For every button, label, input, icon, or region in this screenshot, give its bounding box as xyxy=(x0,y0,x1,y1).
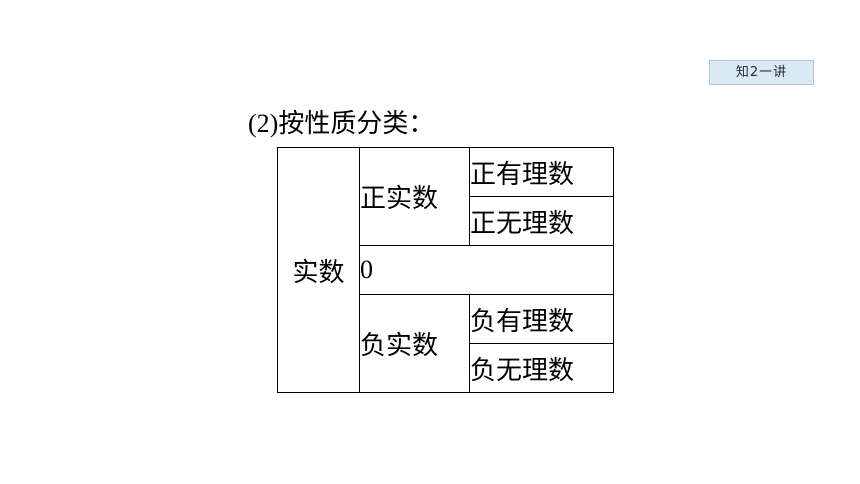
section-heading: (2)按性质分类： xyxy=(248,106,434,142)
table-row: 正无理数 xyxy=(278,196,614,246)
zero-cell: 0 xyxy=(359,245,614,295)
heading-text: 按性质分类： xyxy=(278,109,435,139)
classification-table: 实数 正实数 正有理数 正无理数 0 负实数 负有理数 负无理数 xyxy=(277,147,614,393)
negative-rational-cell: 负有理数 xyxy=(469,294,614,344)
table-row: 0 xyxy=(278,245,614,295)
table-row: 实数 正实数 正有理数 xyxy=(277,147,614,393)
section-badge: 知2一讲 xyxy=(709,60,814,85)
root-category-cell: 实数 xyxy=(277,147,360,393)
negative-irrational-cell: 负无理数 xyxy=(469,343,614,393)
positive-category-cell: 正实数 xyxy=(359,147,470,246)
negative-category-cell: 负实数 xyxy=(359,294,470,393)
positive-irrational-cell: 正无理数 xyxy=(469,196,614,246)
table-row: 负无理数 xyxy=(278,343,614,393)
positive-rational-cell: 正有理数 xyxy=(469,147,614,197)
heading-prefix: (2) xyxy=(248,109,279,138)
